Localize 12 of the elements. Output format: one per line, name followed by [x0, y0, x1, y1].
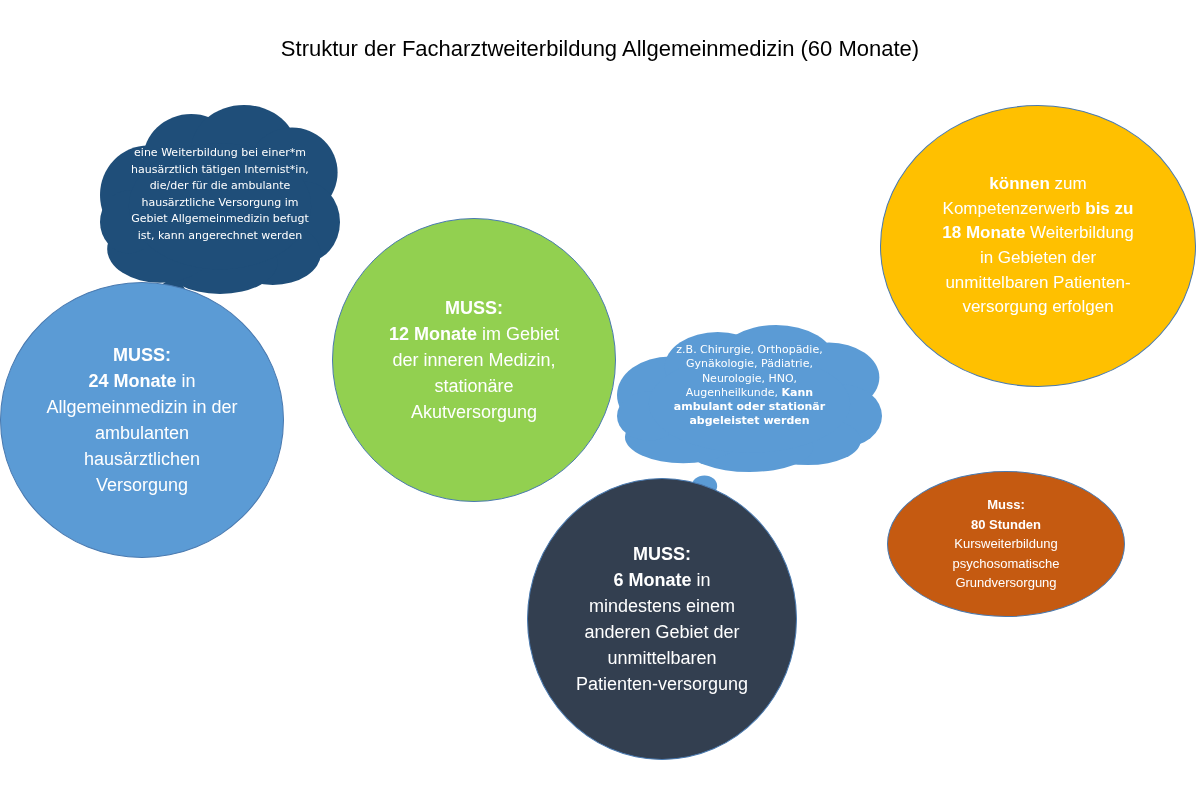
body-text: 80 Stunden Kursweiterbildung psychosomatische Grundversorgung [951, 515, 1061, 593]
body-text: z.B. Chirurgie, Orthopädie, Gynäkologie, Pädiatrie, Neurologie, HNO, Augenheilkunde, Kann ambulant oder stationär abgeleistet werden [672, 343, 827, 429]
heading-text: MUSS: [633, 542, 691, 566]
heading-text: MUSS: [445, 296, 503, 320]
body-text: können zum Kompetenzerwerb bis zu 18 Monate Weiterbildung in Gebieten der unmittelbaren Patienten-versorgung erfolgen [941, 173, 1135, 319]
body-text: eine Weiterbildung bei einer*m hausärztlich tätigen Internist*in, die/der für die ambulante hausärztliche Versorgung im Gebiet Allgemeinmedizin befugt ist, kann angerechnet werden [130, 145, 310, 244]
title: Struktur der Facharztweiterbildung Allgemeinmedizin (60 Monate) [279, 35, 921, 63]
body-text: 12 Monate im Gebiet der inneren Medizin, stationäre Akutversorgung [387, 322, 561, 425]
heading-text: MUSS: [113, 343, 171, 367]
body-text: 24 Monate in Allgemeinmedizin in der ambulanten hausärztlichen Versorgung [45, 369, 239, 498]
body-text: 6 Monate in mindestens einem anderen Gebiet der unmittelbaren Patienten-versorgung [574, 568, 750, 697]
heading-text: Muss: [987, 496, 1025, 515]
